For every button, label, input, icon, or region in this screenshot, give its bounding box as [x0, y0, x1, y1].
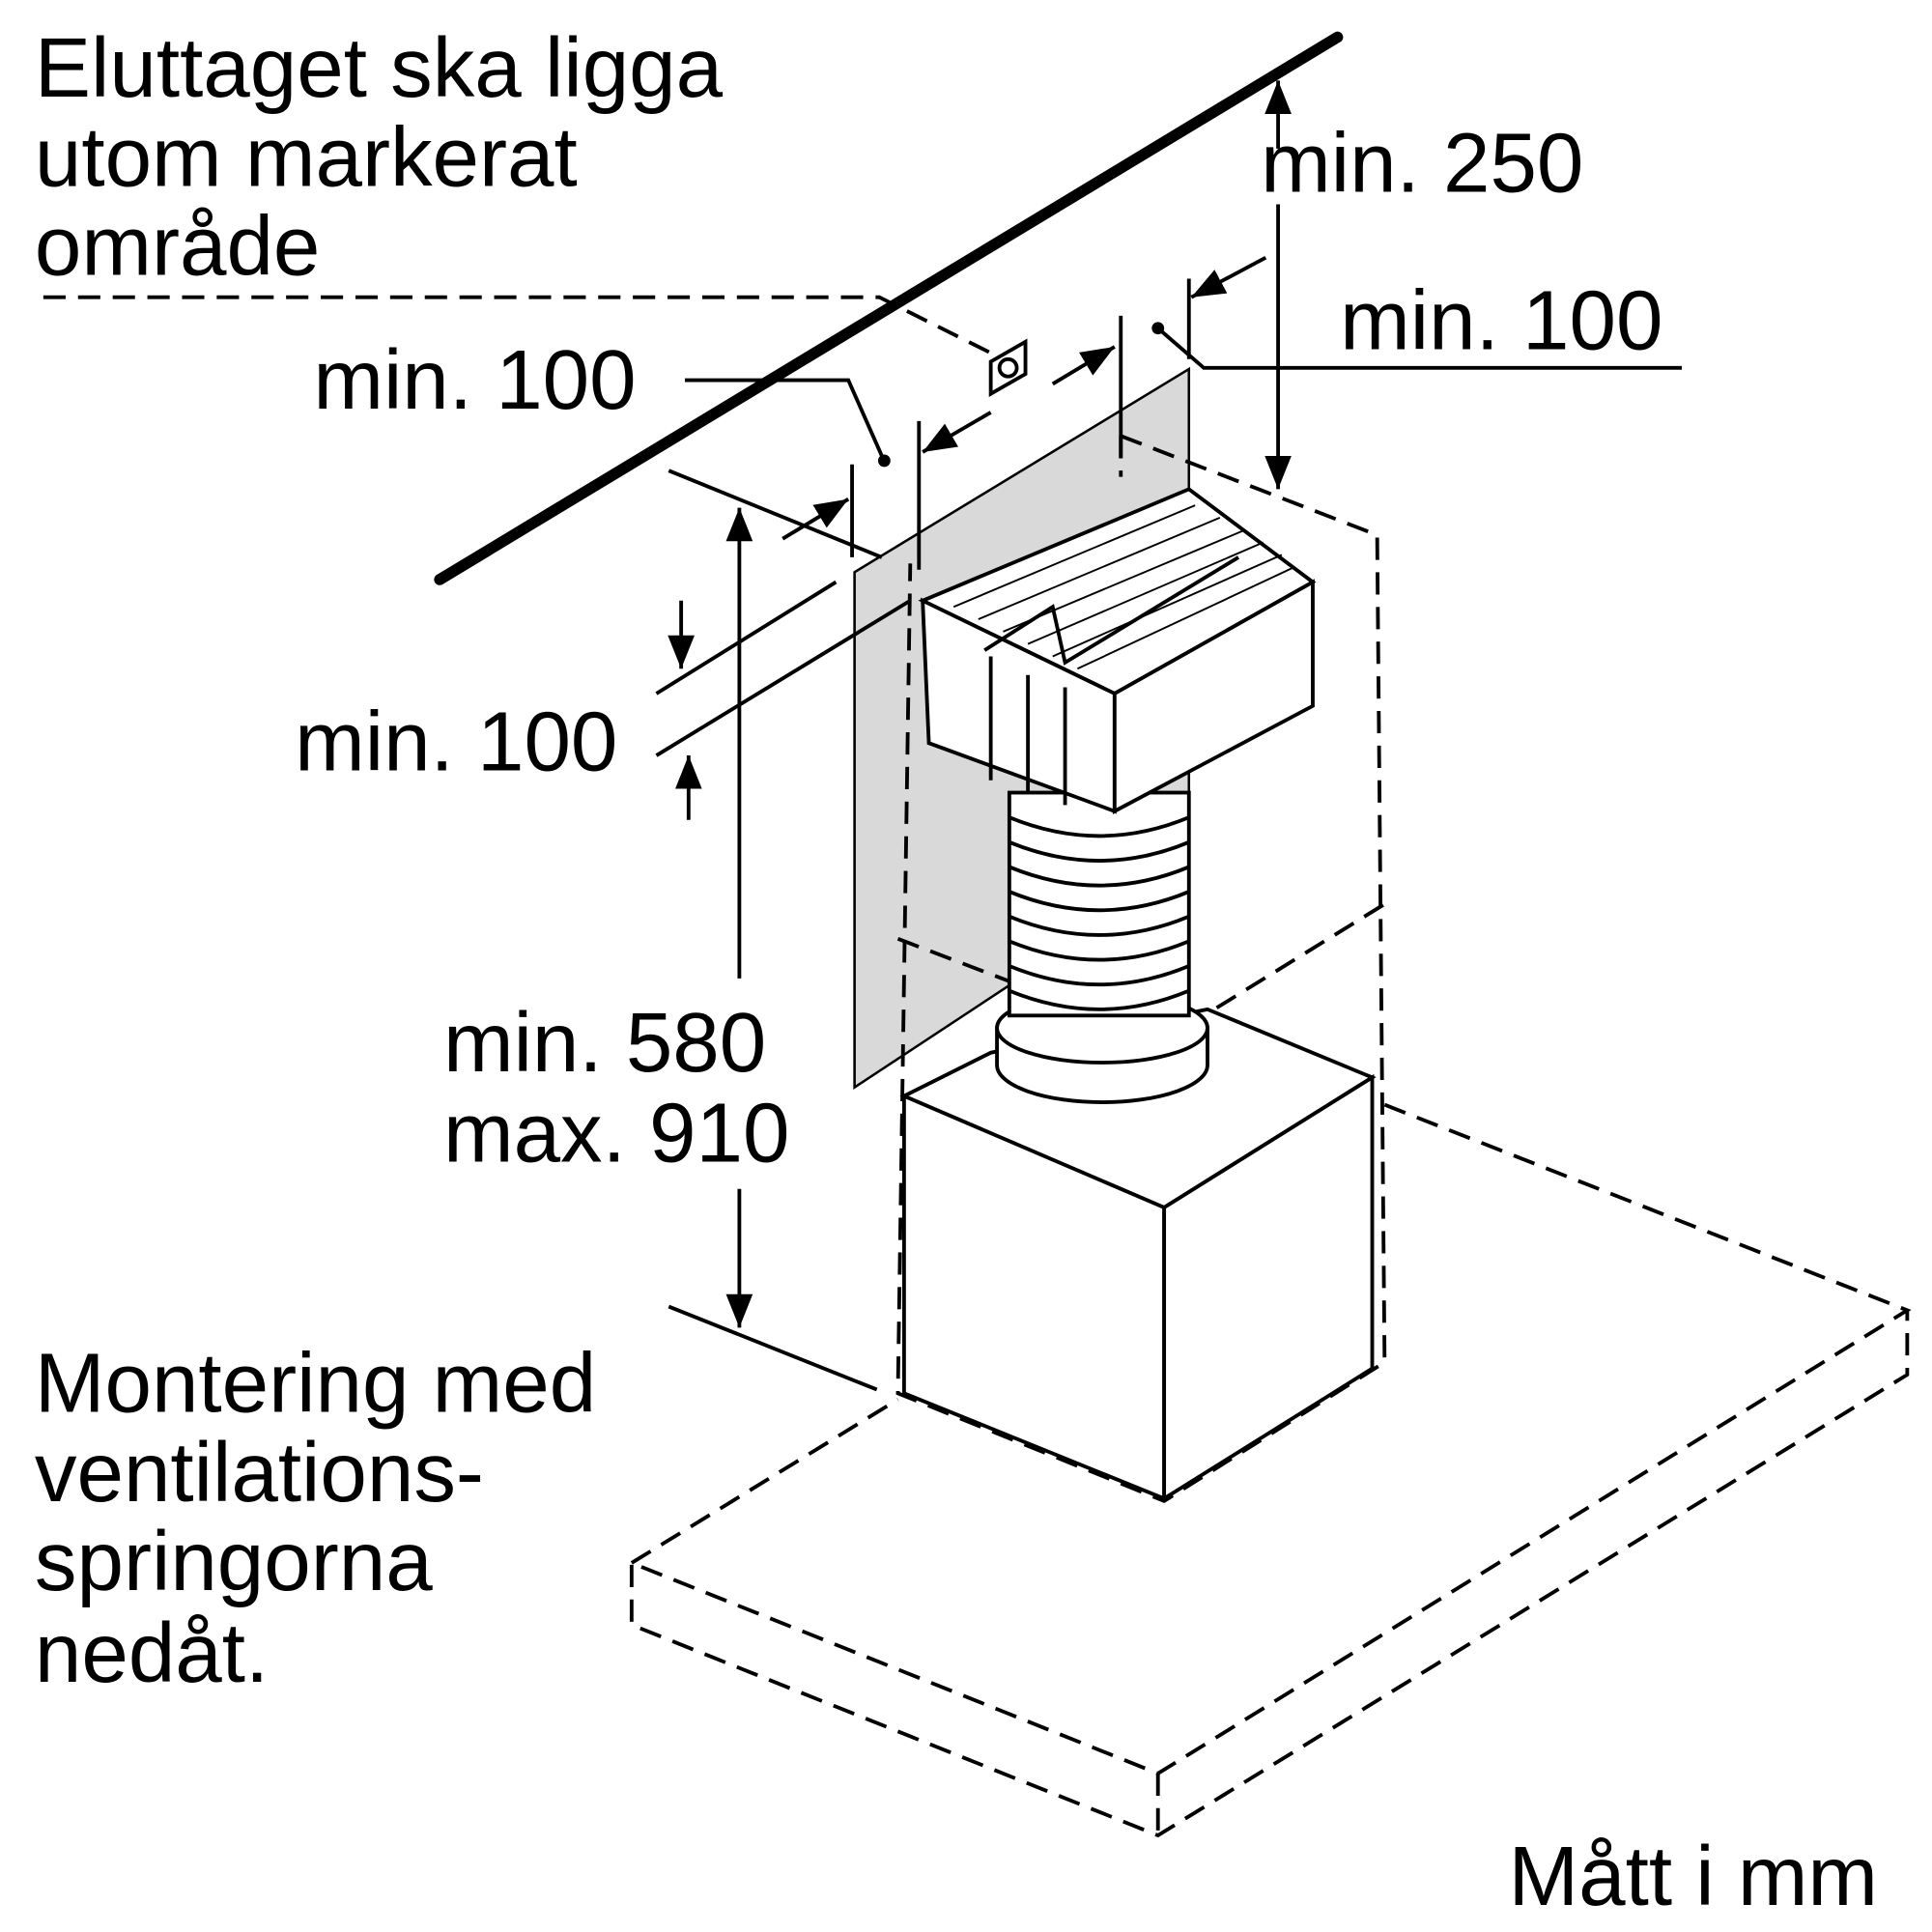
outlet-note-line-3: område — [35, 200, 321, 294]
outlet-note-line-2: utom markerat — [35, 110, 578, 204]
mounting-note-line-3: springorna — [35, 1515, 433, 1608]
hood-box — [899, 1007, 1377, 1502]
dimension-lines — [655, 80, 1683, 1392]
units-label: Mått i mm — [1509, 1830, 1879, 1923]
power-outlet-icon — [988, 338, 1028, 398]
filter-unit — [918, 487, 1317, 814]
outlet-note-line-1: Eluttaget ska ligga — [35, 21, 724, 115]
height-min-label: min. 580 — [443, 996, 766, 1090]
mounting-note-line-1: Montering med — [35, 1337, 596, 1431]
ceiling-line — [434, 31, 1344, 585]
mounting-note-line-2: ventilations- — [35, 1426, 484, 1520]
right-gap-label: min. 100 — [1340, 274, 1662, 368]
hood-canopy-outline — [629, 1102, 1912, 1838]
height-max-label: max. 910 — [443, 1087, 790, 1180]
ceiling-gap-label: min. 250 — [1261, 117, 1583, 211]
outlet-reference-dashed — [43, 295, 992, 355]
vertical-gap-label: min. 100 — [295, 695, 617, 788]
duct — [995, 790, 1209, 1104]
mounting-note-line-4: nedåt. — [35, 1606, 269, 1700]
left-gap-label: min. 100 — [313, 333, 636, 427]
